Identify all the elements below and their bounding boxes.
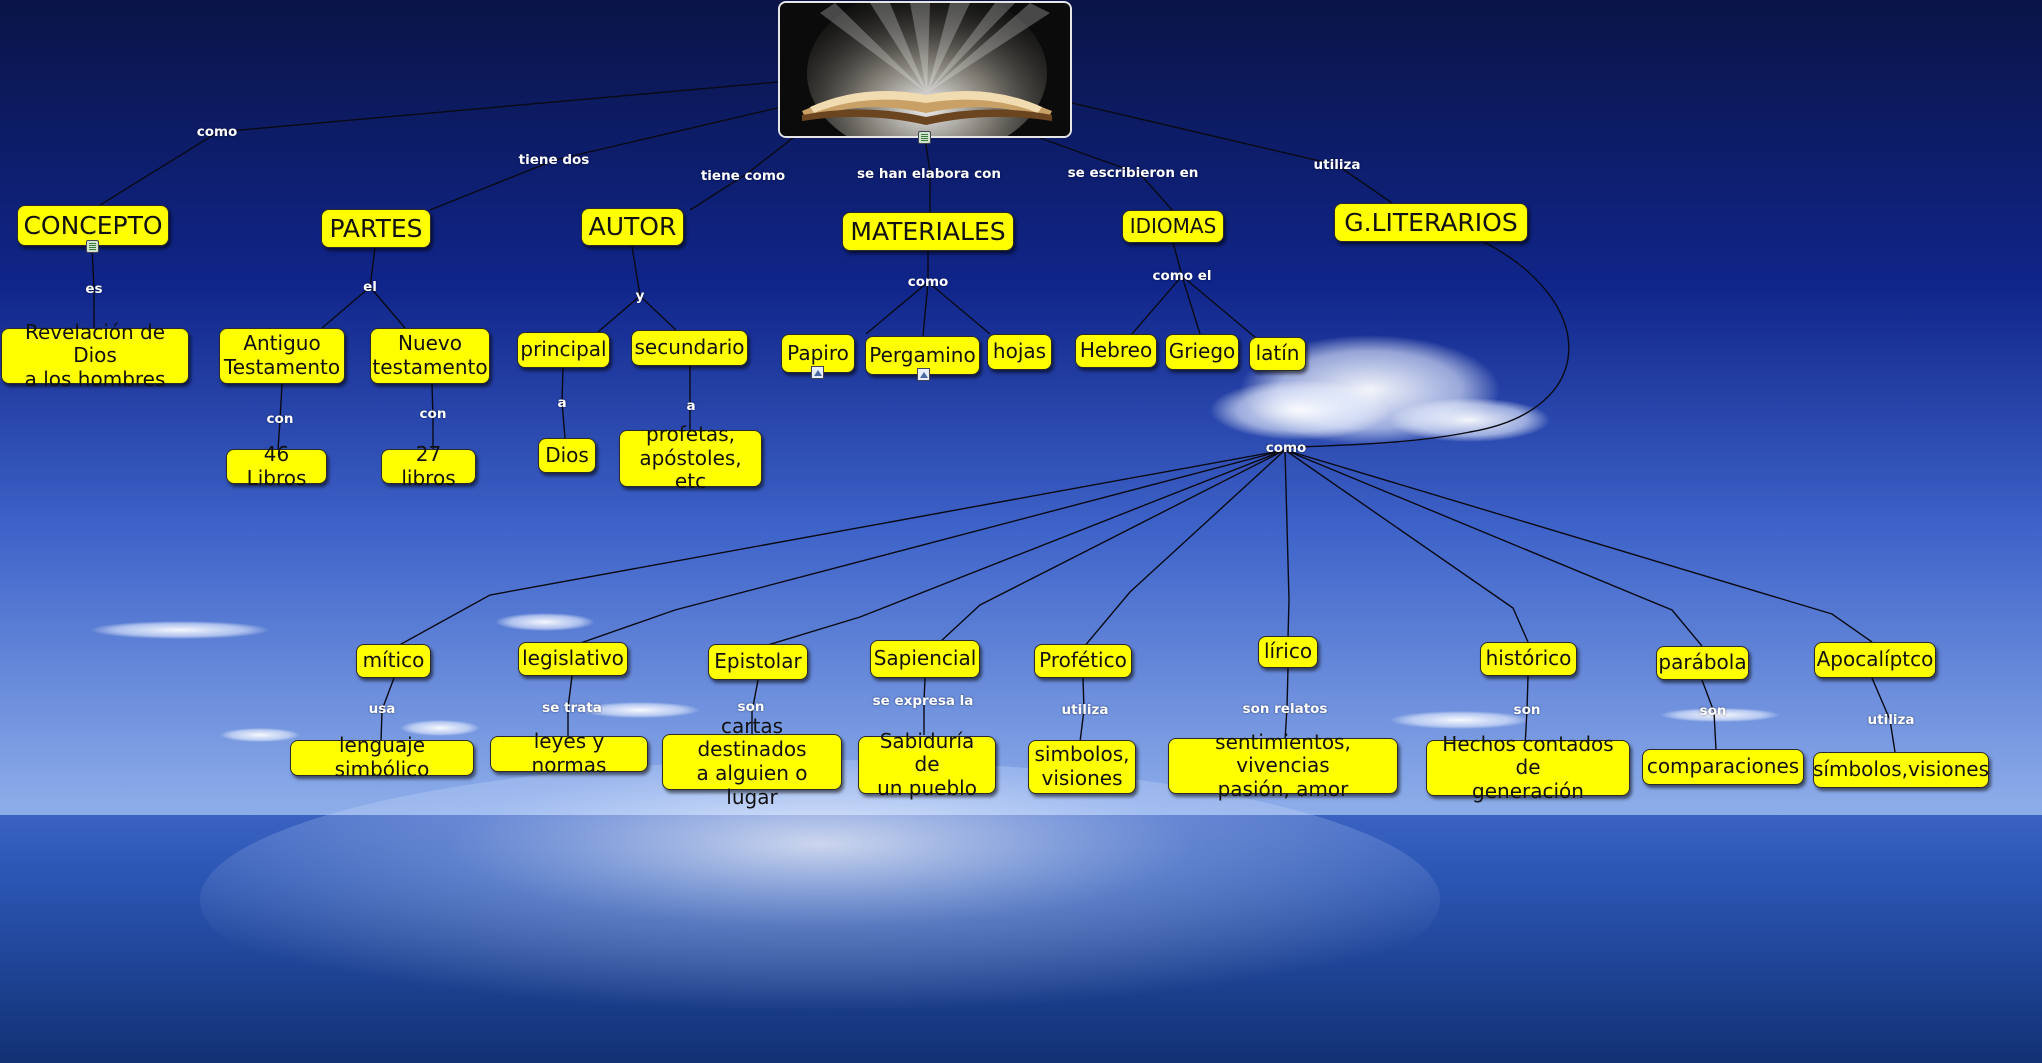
node-sapiencial[interactable]: Sapiencial <box>870 640 980 678</box>
link-label-utiliza-profetico: utiliza <box>1061 702 1109 718</box>
root-attachment-icon[interactable] <box>918 131 931 144</box>
link-label-con-46: con <box>266 411 294 427</box>
link-label-a-dios: a <box>557 395 567 411</box>
link-label-como-materiales: como <box>907 274 949 290</box>
node-sentimientos[interactable]: sentimientos, vivencias pasión, amor <box>1168 730 1398 801</box>
node-leyes-normas[interactable]: leyes y normas <box>490 730 648 777</box>
node-profetico[interactable]: Profético <box>1034 644 1132 678</box>
node-parabola[interactable]: parábola <box>1656 646 1749 680</box>
node-partes[interactable]: PARTES <box>321 209 431 248</box>
node-latin[interactable]: latín <box>1249 337 1306 371</box>
node-dios[interactable]: Dios <box>538 438 596 473</box>
link-label-como-el: como el <box>1152 268 1212 284</box>
link-label-son-relatos: son relatos <box>1242 701 1328 717</box>
node-lenguaje-simbolico[interactable]: lenguaje simbólico <box>290 734 474 781</box>
link-label-como-generos: como <box>1265 440 1307 456</box>
node-antiguo-testamento[interactable]: Antiguo Testamento <box>219 328 345 384</box>
node-concepto[interactable]: CONCEPTO <box>17 205 169 246</box>
node-apocaliptico[interactable]: Apocalíptco <box>1814 642 1936 678</box>
node-simbolos-visiones-apocaliptico[interactable]: símbolos,visiones <box>1813 752 1989 788</box>
link-label-se-escribieron: se escribieron en <box>1067 165 1199 181</box>
root-bible-image[interactable] <box>778 1 1072 138</box>
link-label-a-profetas: a <box>686 398 696 414</box>
node-hebreo[interactable]: Hebreo <box>1075 334 1157 368</box>
node-secundario[interactable]: secundario <box>631 330 748 366</box>
pergamino-image-icon[interactable] <box>917 368 930 381</box>
node-27-libros[interactable]: 27 libros <box>381 442 476 489</box>
link-label-con-27: con <box>419 406 447 422</box>
link-label-utiliza-top: utiliza <box>1313 157 1361 173</box>
node-sabiduria[interactable]: Sabiduría de un pueblo <box>858 729 996 800</box>
node-nuevo-testamento[interactable]: Nuevo testamento <box>370 328 490 384</box>
papiro-image-icon[interactable] <box>811 366 824 379</box>
link-label-es: es <box>85 281 103 297</box>
node-hechos[interactable]: Hechos contados de generación <box>1426 732 1630 803</box>
link-label-se-han-elabora: se han elabora con <box>856 166 1002 182</box>
node-materiales[interactable]: MATERIALES <box>842 212 1014 251</box>
node-epistolar[interactable]: Epistolar <box>708 644 808 680</box>
node-46-libros[interactable]: 46 Libros <box>226 442 327 489</box>
link-label-el: el <box>363 279 377 295</box>
link-label-tiene-como: tiene como <box>700 168 786 184</box>
link-label-se-trata: se trata <box>542 700 602 716</box>
node-revelacion[interactable]: Revelación de Dios a los hombres <box>1 320 189 391</box>
node-cartas[interactable]: cartas destinados a alguien o lugar <box>662 714 842 808</box>
link-label-se-expresa: se expresa la <box>872 693 974 709</box>
node-idiomas[interactable]: IDIOMAS <box>1122 210 1224 243</box>
open-bible-icon <box>780 3 1070 136</box>
concepto-attachment-icon[interactable] <box>86 240 99 253</box>
node-comparaciones[interactable]: comparaciones <box>1642 749 1804 785</box>
link-label-y: y <box>635 288 645 304</box>
link-label-como-concepto: como <box>196 124 238 140</box>
node-simbolos-visiones-profetico[interactable]: simbolos, visiones <box>1028 740 1136 794</box>
node-hojas[interactable]: hojas <box>987 334 1052 370</box>
node-mitico[interactable]: mítico <box>356 644 431 678</box>
link-label-utiliza-apocaliptico: utiliza <box>1867 712 1915 728</box>
node-historico[interactable]: histórico <box>1480 642 1577 676</box>
node-g-literarios[interactable]: G.LITERARIOS <box>1334 203 1528 242</box>
node-profetas[interactable]: profetas, apóstoles, etc <box>619 422 762 493</box>
node-legislativo[interactable]: legislativo <box>518 642 628 676</box>
link-label-usa: usa <box>368 701 396 717</box>
node-griego[interactable]: Griego <box>1165 334 1239 370</box>
node-lirico[interactable]: lírico <box>1258 636 1318 668</box>
node-autor[interactable]: AUTOR <box>581 208 684 246</box>
link-label-tiene-dos: tiene dos <box>518 152 590 168</box>
link-label-son-epistolar: son <box>737 699 765 715</box>
node-principal[interactable]: principal <box>517 332 610 368</box>
link-label-son-parabola: son <box>1699 703 1727 719</box>
link-label-son-historico: son <box>1513 702 1541 718</box>
